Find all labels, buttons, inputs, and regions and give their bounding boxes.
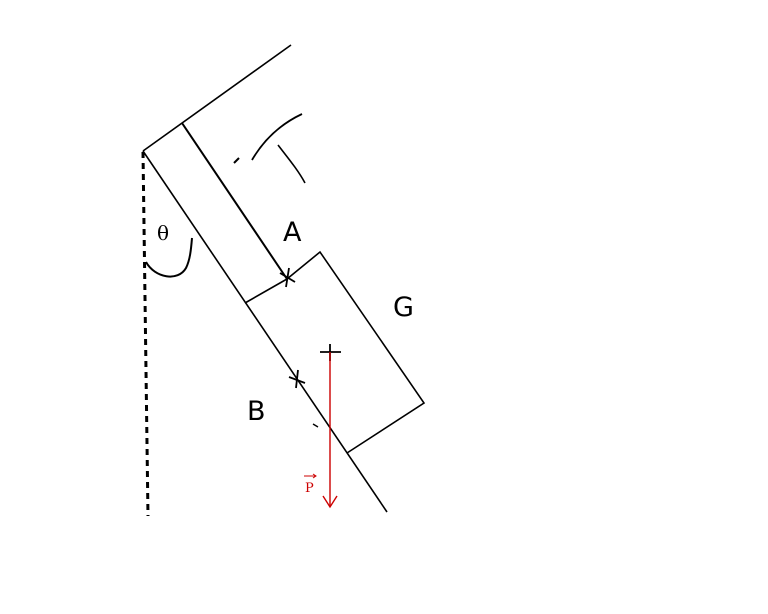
theta-label: θ xyxy=(157,221,169,245)
block-outline xyxy=(286,250,426,454)
handwritten-stroke-2 xyxy=(277,144,306,184)
theta-angle-arc xyxy=(145,237,193,278)
point-b-marker xyxy=(288,369,306,389)
connector-line xyxy=(244,278,288,304)
point-b-label: B xyxy=(247,396,266,427)
force-p-label: P xyxy=(305,481,314,496)
force-p-vector-head xyxy=(312,473,317,479)
point-a-label: A xyxy=(283,217,302,248)
point-g-label: G xyxy=(393,292,414,323)
small-tick-mark xyxy=(233,157,240,164)
top-edge-line xyxy=(142,44,292,152)
inclined-plane-line xyxy=(142,150,388,513)
rod-line xyxy=(181,122,288,280)
small-dash-mark xyxy=(312,423,319,428)
force-p-arrow xyxy=(322,352,338,509)
point-a-marker xyxy=(279,267,296,288)
force-p-label-group: P xyxy=(304,473,317,496)
vertical-reference-line xyxy=(141,151,150,517)
handwritten-stroke xyxy=(251,113,303,161)
